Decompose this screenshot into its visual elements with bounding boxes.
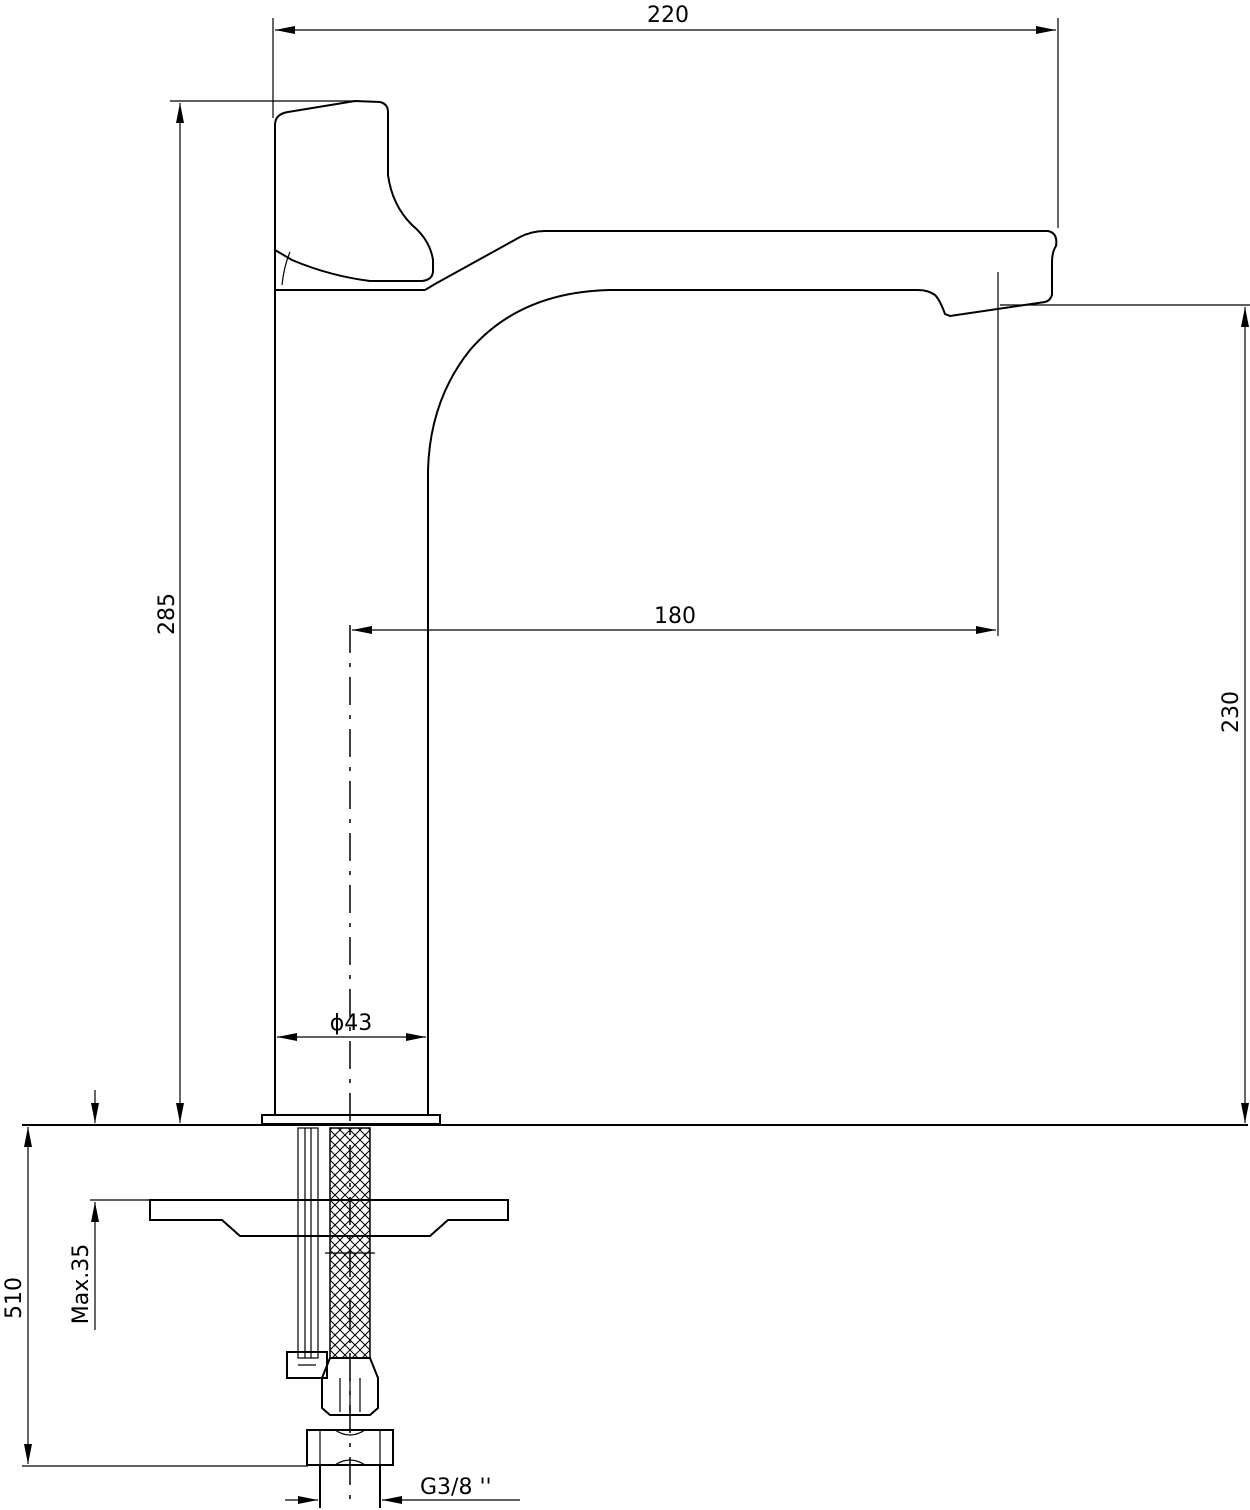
dimension-thread: G3/8 '': [285, 1475, 520, 1504]
dimension-diameter-43: ϕ43: [277, 1011, 426, 1041]
fixing-assembly: [90, 1127, 509, 1508]
dimension-285: 285: [155, 100, 360, 1123]
dimension-label-510: 510: [2, 1277, 27, 1319]
dimension-label-180: 180: [654, 604, 696, 629]
dimension-max35: Max.35: [69, 1090, 99, 1330]
dimension-230: 230: [1000, 304, 1250, 1123]
dimension-510: 510: [2, 1127, 308, 1467]
dimension-label-230: 230: [1219, 691, 1244, 733]
dimension-label-285: 285: [155, 593, 180, 635]
dimension-label-max35: Max.35: [69, 1244, 94, 1324]
dimension-180: 180: [352, 272, 999, 636]
dimension-label-220: 220: [647, 3, 689, 28]
dimension-220: 220: [272, 3, 1059, 228]
dimension-label-diameter: ϕ43: [330, 1011, 373, 1036]
dimension-label-thread: G3/8 '': [420, 1475, 492, 1500]
